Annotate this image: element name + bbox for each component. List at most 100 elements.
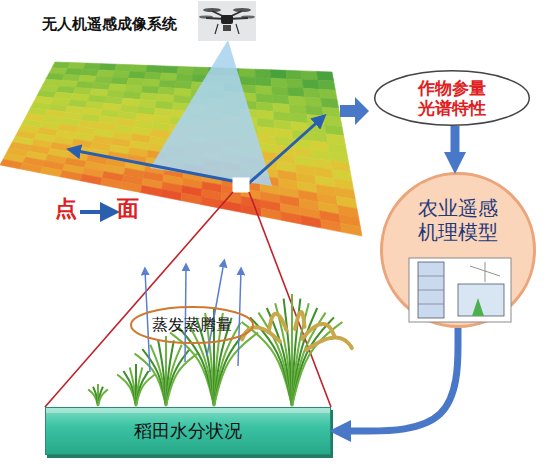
heatmap-cell: [80, 174, 102, 184]
heatmap-cell: [175, 81, 192, 89]
heatmap-cell: [255, 69, 271, 78]
rice-leaf: [214, 333, 258, 407]
node-text-box: 作物参量 光谱特性: [374, 70, 530, 126]
heatmap-cell: [176, 74, 193, 82]
schematic-plant: [472, 298, 484, 316]
vapor-arrow: [185, 266, 186, 362]
model-circle: 农业遥感 机理模型: [380, 172, 536, 328]
heatmap-cell: [288, 96, 305, 106]
zoom-line: [249, 192, 331, 407]
heatmap-cell: [128, 71, 145, 79]
heatmap-cell: [52, 62, 70, 68]
schematic-chamber: [458, 284, 504, 316]
rice-panicle: [270, 314, 287, 331]
heatmap-cell: [0, 159, 23, 169]
rice-leaf: [292, 317, 334, 406]
rice-leaf: [284, 299, 292, 406]
node-label: 作物参量 光谱特性: [415, 78, 489, 119]
node-text-box: 稻田水分状况: [46, 408, 330, 454]
heatmap-cell: [160, 73, 177, 81]
heatmap-cell: [68, 63, 86, 70]
flow-arrow: [340, 97, 369, 125]
rice-leaf: [98, 390, 108, 407]
drone-body: [221, 15, 233, 24]
rice-plant: [88, 384, 108, 406]
heatmap-cell: [162, 66, 179, 74]
rice-plant: [242, 294, 352, 406]
heatmap-cell: [340, 223, 362, 236]
heatmap-cell: [144, 72, 161, 80]
heatmap-cell: [97, 70, 115, 77]
heatmap-cell: [240, 69, 256, 78]
rice-plants: [88, 294, 352, 406]
heatmap-cell: [177, 66, 193, 74]
water-status-box: 稻田水分状况: [45, 407, 331, 455]
heatmap-cell: [161, 189, 182, 200]
node-label: 稻田水分状况: [58, 420, 318, 442]
heatmap-cell: [270, 70, 286, 79]
drone-camera: [223, 25, 231, 31]
heatmap-cell: [255, 77, 271, 86]
node-shape: [382, 174, 535, 327]
heatmap-cell: [288, 87, 305, 97]
heatmap-cell: [318, 80, 335, 90]
heatmap-cell: [40, 167, 62, 177]
heatmap-cell: [287, 79, 304, 88]
node-text-box: 农业遥感 机理模型: [380, 172, 536, 328]
rice-leaf: [292, 313, 326, 406]
evapotranspiration-ellipse: 蒸发蒸腾量: [130, 306, 254, 344]
heatmap-cell: [130, 65, 147, 72]
node-label: 农业遥感 机理模型: [413, 196, 503, 244]
sensor-footprint: [150, 40, 272, 186]
heatmap-cell: [141, 186, 162, 197]
heatmap-cell: [193, 67, 209, 75]
node-shape: [131, 307, 253, 343]
heatmap-cell: [83, 63, 101, 70]
rice-leaf: [166, 349, 190, 406]
rice-panicle: [242, 327, 280, 341]
node-outline: [380, 172, 536, 328]
system-label: 无人机遥感成像系统: [42, 15, 177, 33]
drone-image: [198, 1, 256, 41]
scan-arrow: [248, 118, 322, 184]
drone-photo-bg: [198, 1, 256, 41]
drone-leg: [215, 24, 239, 34]
heatmap-cell: [281, 212, 302, 224]
scan-arrow: [72, 150, 248, 184]
schematic-tower: [418, 262, 444, 318]
heatmap-cell: [321, 219, 342, 232]
heatmap-cell: [317, 71, 334, 81]
heatmap-cell: [60, 171, 82, 181]
rice-panicle: [306, 338, 352, 350]
heatmap-cell: [256, 86, 273, 95]
heatmap-cell: [113, 71, 131, 78]
heatmap-cell: [181, 193, 202, 204]
node-label: 蒸发蒸腾量: [137, 315, 247, 334]
schematic-sun: [470, 262, 500, 282]
heatmap-cell: [101, 178, 123, 189]
heatmap-cell: [286, 70, 303, 79]
schematic-frame: [409, 258, 511, 322]
heatmap-cell: [304, 88, 321, 98]
zoom-line: [45, 192, 233, 407]
heatmap-cell: [20, 163, 43, 173]
rice-leaf: [136, 375, 155, 407]
point-to-area-arrow: [80, 210, 112, 214]
scale-label: 面: [117, 196, 139, 222]
rice-panicle: [295, 312, 305, 329]
sample-point: [233, 178, 249, 192]
flow-arrow: [351, 328, 458, 431]
heatmap-cell: [240, 77, 256, 86]
heatmap-cell: [121, 182, 142, 193]
heatmap-cell: [146, 65, 163, 73]
parameter-ellipse: 作物参量 光谱特性: [374, 70, 530, 126]
rice-leaf: [166, 354, 198, 407]
rice-leaf: [158, 340, 166, 406]
heatmap-cell: [302, 80, 319, 90]
rice-leaf: [292, 322, 342, 406]
